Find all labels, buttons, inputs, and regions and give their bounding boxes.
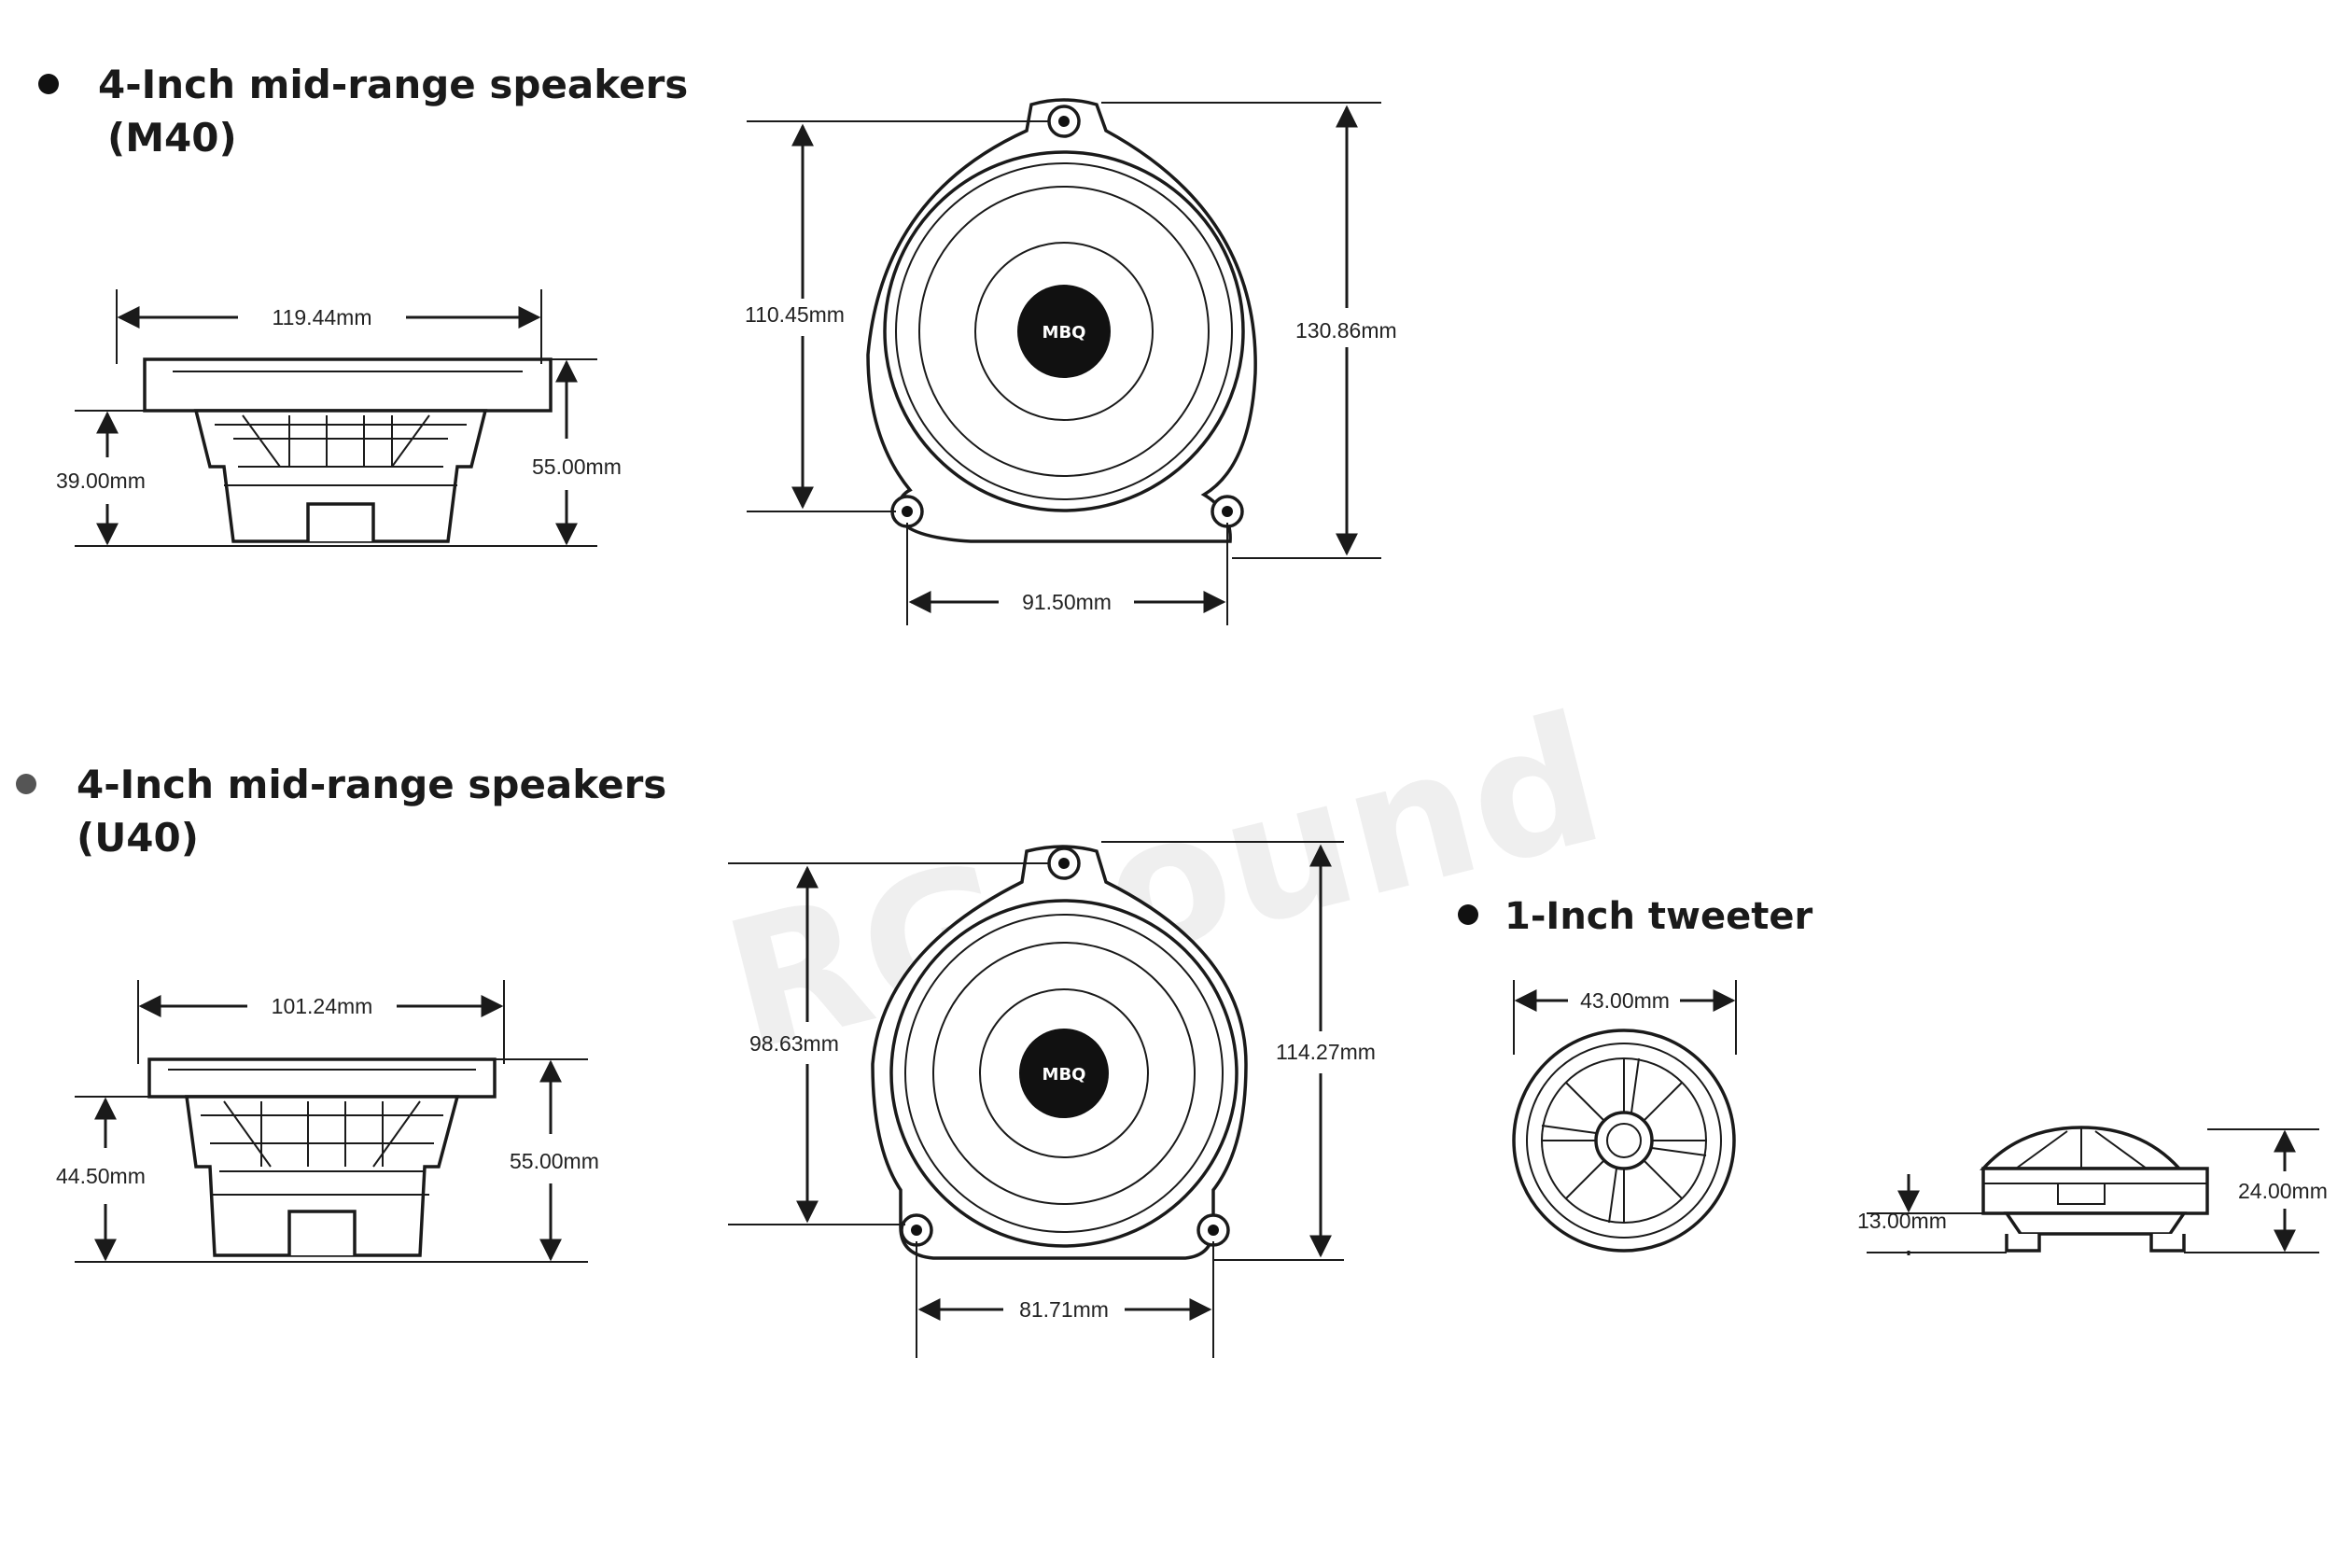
u40-logo: MBQ: [1043, 1065, 1086, 1085]
u40-width-label: 101.24mm: [272, 994, 373, 1018]
u40-flange-height-label: 114.27mm: [1276, 1040, 1376, 1064]
u40-cone-diameter-label: 98.63mm: [749, 1031, 839, 1056]
tweeter-title: 1-Inch tweeter: [1504, 895, 1812, 938]
m40-hole-spacing-label: 91.50mm: [1022, 590, 1112, 614]
tweeter-top-view: [1512, 1029, 1736, 1253]
section-u40: 4-Inch mid-range speakers (U40) 101.24mm…: [16, 762, 1376, 1358]
tweeter-total-height-label: 24.00mm: [2238, 1179, 2328, 1203]
m40-title: 4-Inch mid-range speakers: [98, 62, 688, 107]
m40-logo: MBQ: [1043, 323, 1086, 343]
m40-side-view: [143, 357, 553, 543]
bullet-icon: [1458, 904, 1478, 925]
m40-flange-height-label: 130.86mm: [1295, 318, 1397, 343]
u40-front-view: MBQ: [871, 845, 1248, 1260]
m40-dust-cap: [1017, 285, 1111, 378]
u40-side-view: [147, 1057, 497, 1257]
bullet-icon: [38, 74, 59, 94]
m40-mount-height-label: 39.00mm: [56, 469, 146, 493]
section-m40: 4-Inch mid-range speakers (M40) 119.44mm…: [38, 62, 1397, 625]
u40-hole-spacing-label: 81.71mm: [1019, 1297, 1109, 1322]
u40-model: (U40): [77, 815, 199, 861]
u40-dust-cap: [1019, 1029, 1109, 1118]
tweeter-mount-height-label: 13.00mm: [1857, 1209, 1947, 1233]
m40-width-label: 119.44mm: [273, 305, 372, 329]
m40-cone-diameter-label: 110.45mm: [745, 302, 845, 327]
u40-mount-height-label: 44.50mm: [56, 1164, 146, 1188]
bullet-icon: [16, 774, 36, 794]
u40-title: 4-Inch mid-range speakers: [77, 762, 666, 807]
tweeter-side-view: [1980, 1126, 2209, 1253]
section-tweeter: 1-Inch tweeter 43.00mm: [1458, 895, 2328, 1255]
u40-total-height-label: 55.00mm: [510, 1149, 599, 1173]
m40-front-view: MBQ: [866, 98, 1257, 543]
tweeter-diameter-label: 43.00mm: [1580, 988, 1670, 1013]
m40-model: (M40): [107, 115, 237, 161]
m40-total-height-label: 55.00mm: [532, 455, 622, 479]
